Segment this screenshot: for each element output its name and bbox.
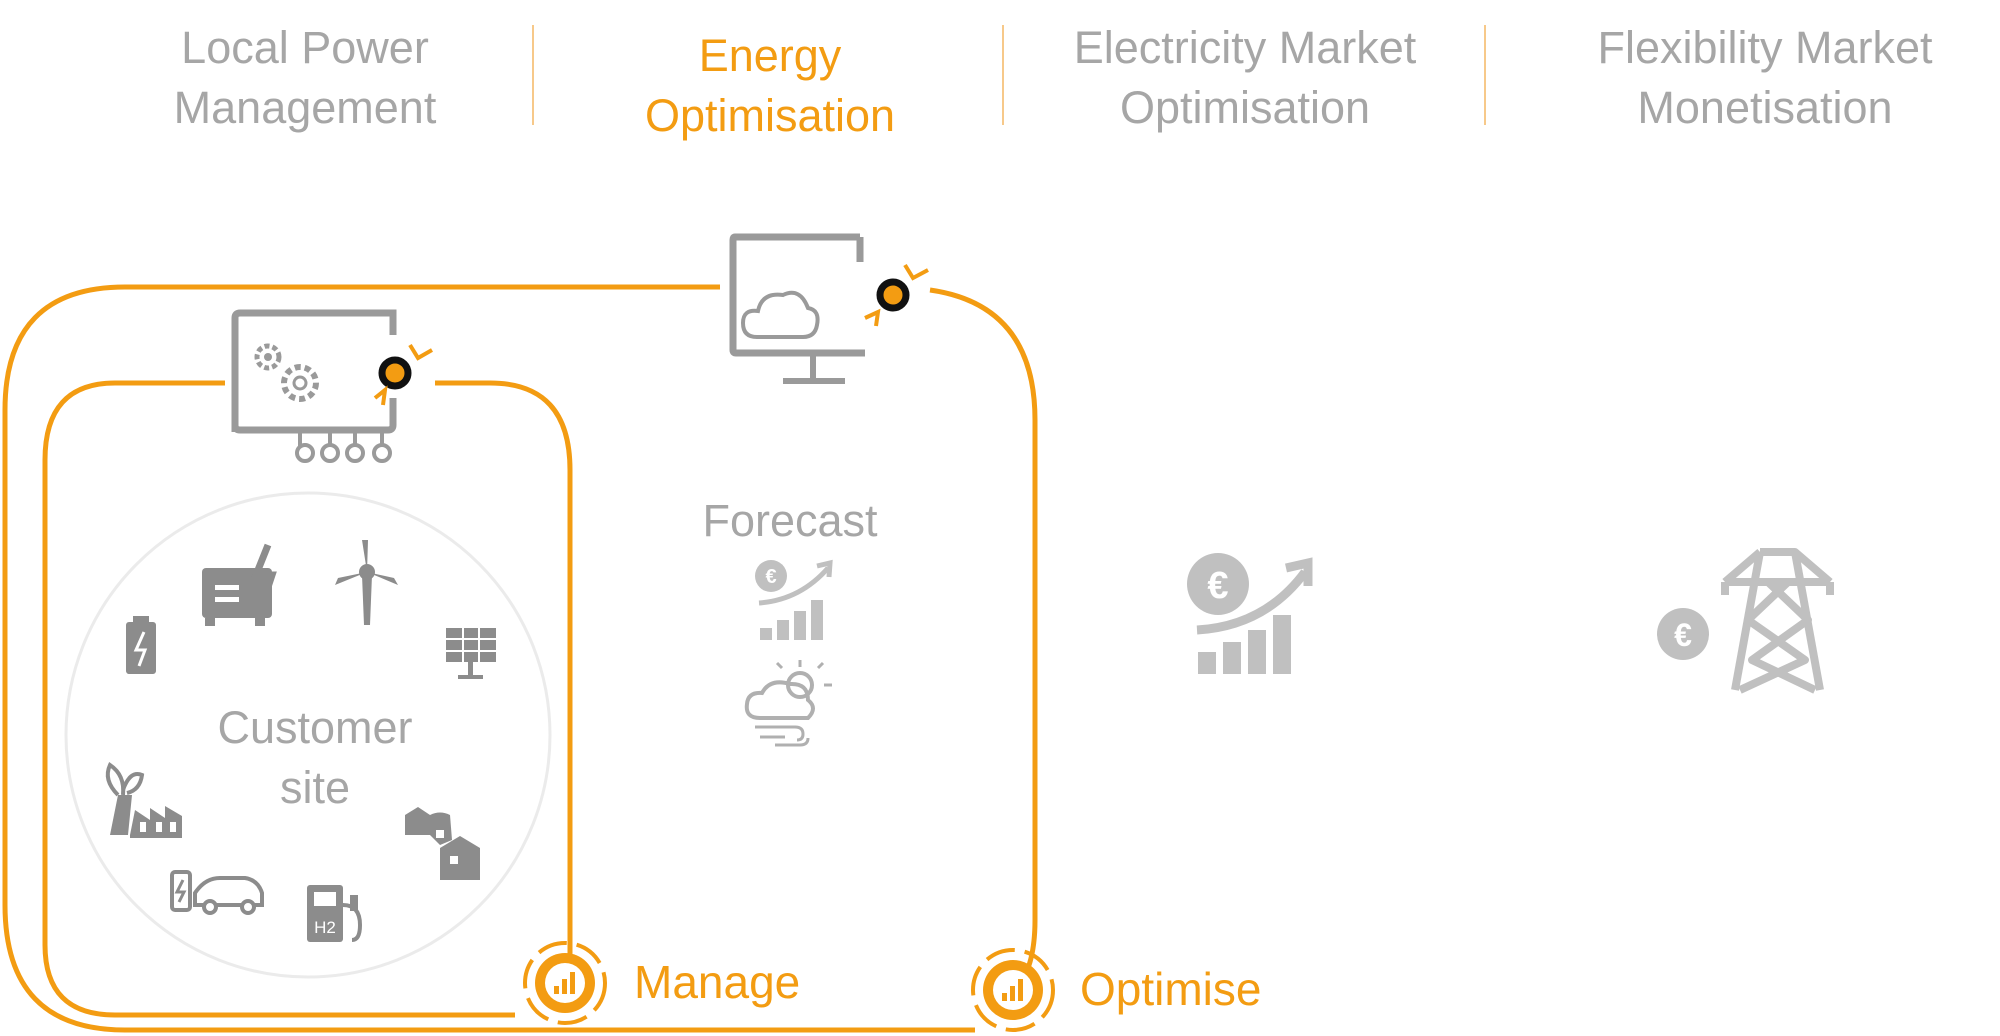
solar-panel-icon <box>446 628 496 679</box>
generator-icon <box>202 543 277 626</box>
tab-line2: Optimisation <box>644 90 896 141</box>
divider <box>532 25 534 125</box>
weather-icon <box>744 660 832 747</box>
hydrogen-label: H2 <box>314 918 336 937</box>
customer-label-line1: Customer <box>217 702 413 753</box>
tab-line1: Energy <box>698 30 842 81</box>
optimise-label: Optimise <box>1080 963 1262 1015</box>
euro-growth-icon: € <box>1187 553 1313 674</box>
hydrogen-pump-icon: H2 <box>307 885 363 942</box>
houses-icon <box>405 807 480 880</box>
cloud-monitor-icon <box>729 233 929 384</box>
manage-loop <box>42 380 515 1018</box>
customer-label-line2: site <box>279 762 351 813</box>
optimise-gear-icon <box>971 948 1055 1032</box>
tab-line2: Optimisation <box>1119 82 1371 133</box>
gears-controller-icon <box>231 309 433 463</box>
tab-line1: Local Power <box>181 22 429 73</box>
svg-text:€: € <box>765 566 776 588</box>
svg-text:€: € <box>1674 617 1692 653</box>
tab-electricity-market-optimisation[interactable]: Electricity Market Optimisation <box>1035 18 1455 138</box>
optimise-loop-right <box>929 287 1038 1003</box>
customer-site-circle <box>64 491 552 979</box>
ev-charger-icon <box>170 870 264 915</box>
manage-loop-right <box>435 380 573 960</box>
tab-flexibility-market-monetisation[interactable]: Flexibility Market Monetisation <box>1555 18 1975 138</box>
customer-site-label: Customer site <box>200 698 430 818</box>
manage-gear-icon <box>523 941 607 1025</box>
euro-pylon-icon: € <box>1657 548 1834 694</box>
tab-local-power-management[interactable]: Local Power Management <box>95 18 515 138</box>
factory-icon <box>105 762 182 838</box>
forecast-label: Forecast <box>702 495 878 546</box>
tab-energy-optimisation[interactable]: Energy Optimisation <box>560 26 980 146</box>
tab-line1: Electricity Market <box>1073 22 1417 73</box>
wind-turbine-icon <box>335 540 398 625</box>
svg-text:€: € <box>1207 565 1228 607</box>
euro-growth-icon-small: € <box>755 559 833 640</box>
tab-line1: Flexibility Market <box>1597 22 1933 73</box>
tab-line2: Management <box>173 82 437 133</box>
divider <box>1002 25 1004 125</box>
divider <box>1484 25 1486 125</box>
battery-icon <box>126 616 156 674</box>
manage-label: Manage <box>634 956 801 1008</box>
tab-line2: Monetisation <box>1637 82 1893 133</box>
optimise-loop <box>2 284 975 1033</box>
